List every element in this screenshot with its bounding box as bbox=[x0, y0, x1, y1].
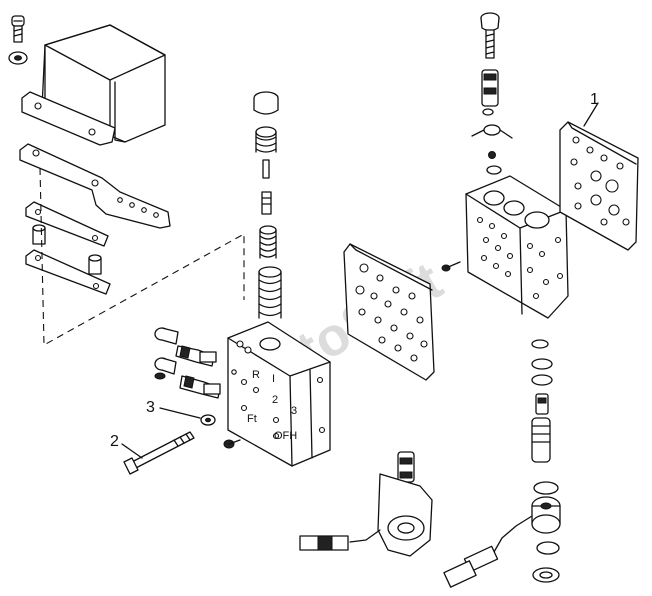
right-small-pin bbox=[471, 124, 513, 159]
right-o-ring-1 bbox=[531, 339, 549, 349]
plug-small-2 bbox=[154, 357, 177, 375]
center-solenoid-valve bbox=[377, 451, 433, 557]
right-valve-plunger bbox=[531, 393, 551, 463]
valve-body-block bbox=[227, 321, 331, 467]
rubber-bushing-1 bbox=[32, 224, 46, 245]
body-label-2: 2 bbox=[272, 394, 278, 406]
right-coil-wire bbox=[443, 515, 533, 588]
center-spring-2 bbox=[259, 225, 277, 259]
body-label-ft: Ft bbox=[247, 413, 257, 425]
right-o-ring-5 bbox=[536, 541, 560, 555]
center-solenoid-cable bbox=[299, 529, 381, 551]
callout-3: 3 bbox=[146, 399, 201, 419]
right-plug-cap bbox=[480, 12, 500, 59]
spacer-plate-upper bbox=[25, 201, 109, 247]
center-plug-cap bbox=[253, 91, 279, 115]
solenoid-valve-1 bbox=[175, 345, 217, 367]
callout-1: 1 bbox=[583, 91, 599, 127]
plug-small-1 bbox=[154, 327, 179, 345]
body-label-r: R bbox=[252, 369, 260, 381]
separator-plate-middle bbox=[343, 243, 435, 381]
spacer-plate-lower bbox=[25, 249, 111, 295]
callout-1-number: 1 bbox=[590, 91, 599, 108]
callout-2-number: 2 bbox=[110, 433, 119, 450]
right-o-ring-top bbox=[486, 165, 502, 175]
right-valve-body bbox=[465, 175, 569, 319]
solenoid-valve-2 bbox=[179, 375, 221, 399]
callout-2: 2 bbox=[110, 433, 143, 459]
washer-part-3 bbox=[200, 414, 216, 426]
right-valve-spool bbox=[481, 69, 499, 116]
right-o-ring-3 bbox=[531, 374, 553, 386]
body-label-ofh: OFH bbox=[274, 430, 297, 442]
right-small-screw bbox=[441, 261, 461, 272]
center-pin bbox=[261, 159, 272, 215]
bracket-arm bbox=[19, 143, 171, 229]
small-bolt-top bbox=[154, 372, 166, 380]
rubber-bushing-2 bbox=[88, 254, 102, 275]
right-solenoid-coil bbox=[531, 496, 561, 534]
body-label-i: I bbox=[272, 373, 275, 385]
right-o-ring-2 bbox=[531, 358, 553, 370]
right-bottom-nut bbox=[532, 567, 560, 583]
bracket-plate-top bbox=[21, 91, 116, 146]
top-screw bbox=[8, 15, 28, 65]
gasket-plate-part-1 bbox=[559, 121, 639, 251]
right-o-ring-4 bbox=[533, 481, 559, 495]
center-spring-3 bbox=[258, 266, 282, 319]
screw-short bbox=[223, 439, 241, 449]
dashed-assembly-line bbox=[39, 167, 245, 346]
callout-3-number: 3 bbox=[146, 399, 155, 416]
center-spring-1 bbox=[255, 126, 277, 153]
body-label-3: 3 bbox=[291, 405, 297, 417]
long-bolt-part-2 bbox=[123, 431, 195, 475]
